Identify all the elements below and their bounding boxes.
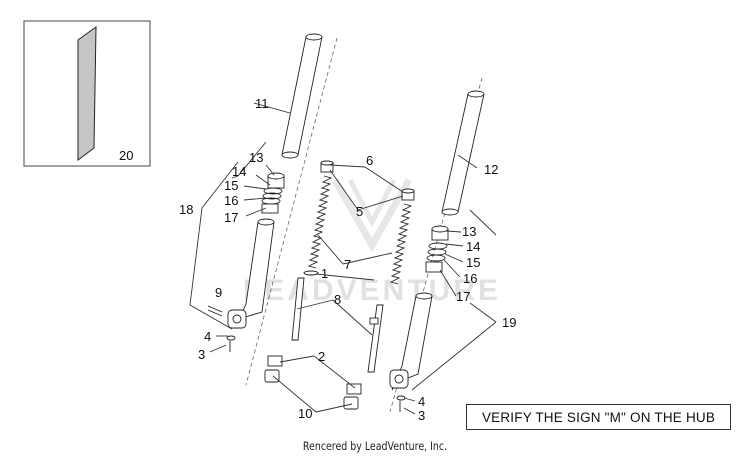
callout-16-right: 16 xyxy=(463,271,477,286)
left-axis-line xyxy=(245,37,338,386)
callout-17-left: 17 xyxy=(224,210,238,225)
callout-12: 12 xyxy=(484,162,498,177)
callout-4-right: 4 xyxy=(418,394,425,409)
callout-10: 10 xyxy=(298,406,312,421)
callout-13-left: 13 xyxy=(249,150,263,165)
part-12-right-fork-tube xyxy=(441,90,485,216)
callout-3-left: 3 xyxy=(198,347,205,362)
callout-1: 1 xyxy=(321,266,328,281)
callout-14-right: 14 xyxy=(466,239,480,254)
callout-19: 19 xyxy=(502,315,516,330)
callout-4-left: 4 xyxy=(204,329,211,344)
callout-16-left: 16 xyxy=(224,193,238,208)
callout-8: 8 xyxy=(334,292,341,307)
part-11-left-fork-tube xyxy=(281,33,323,159)
part-20-label-strip xyxy=(77,26,97,161)
render-credit-footer: Rencered by LeadVenture, Inc. xyxy=(302,439,448,453)
callout-15-left: 15 xyxy=(224,178,238,193)
callout-6: 6 xyxy=(366,153,373,168)
callout-13-right: 13 xyxy=(462,224,476,239)
watermark-logo xyxy=(331,178,413,253)
part-3-4-lower-screws xyxy=(226,335,406,412)
callout-20: 20 xyxy=(119,148,133,163)
callout-17-right: 17 xyxy=(456,289,470,304)
part-9-pinch-screw xyxy=(207,305,223,317)
callout-numbers: 20 11 12 13 14 15 16 17 18 6 5 7 1 8 9 4… xyxy=(119,96,516,423)
callout-11: 11 xyxy=(255,96,269,111)
part-2-bushings xyxy=(267,355,362,395)
part-7-right-spring xyxy=(389,188,415,285)
part-18-left-slider xyxy=(227,218,275,329)
callout-14-left: 14 xyxy=(232,164,246,179)
callout-7: 7 xyxy=(344,257,351,272)
leader-lines xyxy=(189,102,497,415)
right-seal-stack xyxy=(425,225,449,273)
callout-15-right: 15 xyxy=(466,255,480,270)
callout-18: 18 xyxy=(179,202,193,217)
hub-verification-note: VERIFY THE SIGN "M" ON THE HUB xyxy=(466,404,731,430)
left-seal-stack xyxy=(261,172,285,214)
part-10-end-caps xyxy=(264,369,359,410)
callout-3-right: 3 xyxy=(418,408,425,423)
callout-9: 9 xyxy=(215,285,222,300)
callout-5: 5 xyxy=(356,204,363,219)
part-19-right-slider xyxy=(389,292,433,391)
part-7-left-spring xyxy=(303,160,334,276)
callout-2: 2 xyxy=(318,349,325,364)
